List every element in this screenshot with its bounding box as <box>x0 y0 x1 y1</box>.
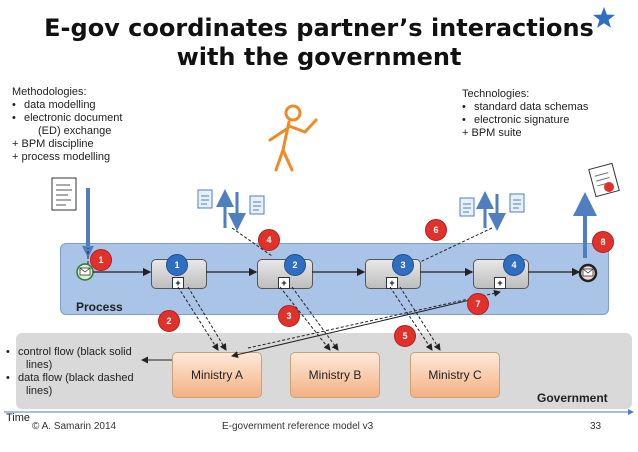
marker-8: 8 <box>592 231 614 253</box>
person-icon <box>268 104 318 172</box>
technologies-plus: + BPM suite <box>462 127 522 139</box>
marker-4: 4 <box>258 229 280 251</box>
title-line-2: with the government <box>176 43 462 71</box>
ministry-a: Ministry A <box>172 352 262 398</box>
task-number-1: 1 <box>166 254 188 276</box>
legend-item: control flow (black solid <box>6 346 134 359</box>
task-number-3: 3 <box>392 254 414 276</box>
methodologies-item-cont: (ED) exchange <box>38 125 112 137</box>
stamped-document-icon <box>588 162 620 198</box>
title-line-1: E-gov coordinates partner’s interactions <box>44 14 594 42</box>
marker-6: 6 <box>425 219 447 241</box>
envelope-icon <box>578 263 598 283</box>
methodologies-plus: + BPM discipline <box>12 138 94 150</box>
document-icon <box>197 189 265 215</box>
ministry-c: Ministry C <box>410 352 500 398</box>
star-icon <box>593 7 615 28</box>
document-icon <box>51 177 77 211</box>
footer-author: © A. Samarin 2014 <box>32 421 117 432</box>
subprocess-marker: + <box>494 277 506 289</box>
methodologies-item: electronic document <box>12 112 122 125</box>
technologies-heading: Technologies: <box>462 88 530 100</box>
marker-5: 5 <box>394 325 416 347</box>
envelope-icon <box>76 263 94 281</box>
page-title: E-gov coordinates partner’s interactions… <box>20 14 618 72</box>
methodologies-list: Methodologies: data modelling electronic… <box>12 86 122 164</box>
task-number-4: 4 <box>503 254 525 276</box>
document-icon <box>459 193 525 217</box>
methodologies-item: data modelling <box>12 99 122 112</box>
input-arrow-icon <box>82 188 94 258</box>
technologies-list: Technologies: standard data schemas elec… <box>462 88 588 140</box>
subprocess-marker: + <box>386 277 398 289</box>
legend-item-cont: lines) <box>26 385 53 397</box>
marker-3: 3 <box>278 305 300 327</box>
government-lane-label: Government <box>537 391 608 405</box>
marker-2: 2 <box>158 310 180 332</box>
ministry-b: Ministry B <box>290 352 380 398</box>
legend-item-cont: lines) <box>26 359 53 371</box>
technologies-item: electronic signature <box>462 114 588 127</box>
subprocess-marker: + <box>172 277 184 289</box>
task-number-2: 2 <box>284 254 306 276</box>
page-number: 33 <box>590 421 602 432</box>
legend: control flow (black solid lines) data fl… <box>6 346 134 398</box>
legend-item: data flow (black dashed <box>6 372 134 385</box>
footer-title: E-government reference model v3 <box>222 421 374 432</box>
methodologies-heading: Methodologies: <box>12 86 87 98</box>
marker-7: 7 <box>467 293 489 315</box>
methodologies-plus: + process modelling <box>12 151 111 163</box>
marker-1: 1 <box>90 249 112 271</box>
time-axis-label: Time <box>6 412 31 424</box>
subprocess-marker: + <box>278 277 290 289</box>
technologies-item: standard data schemas <box>462 101 588 114</box>
process-lane-label: Process <box>76 300 123 314</box>
